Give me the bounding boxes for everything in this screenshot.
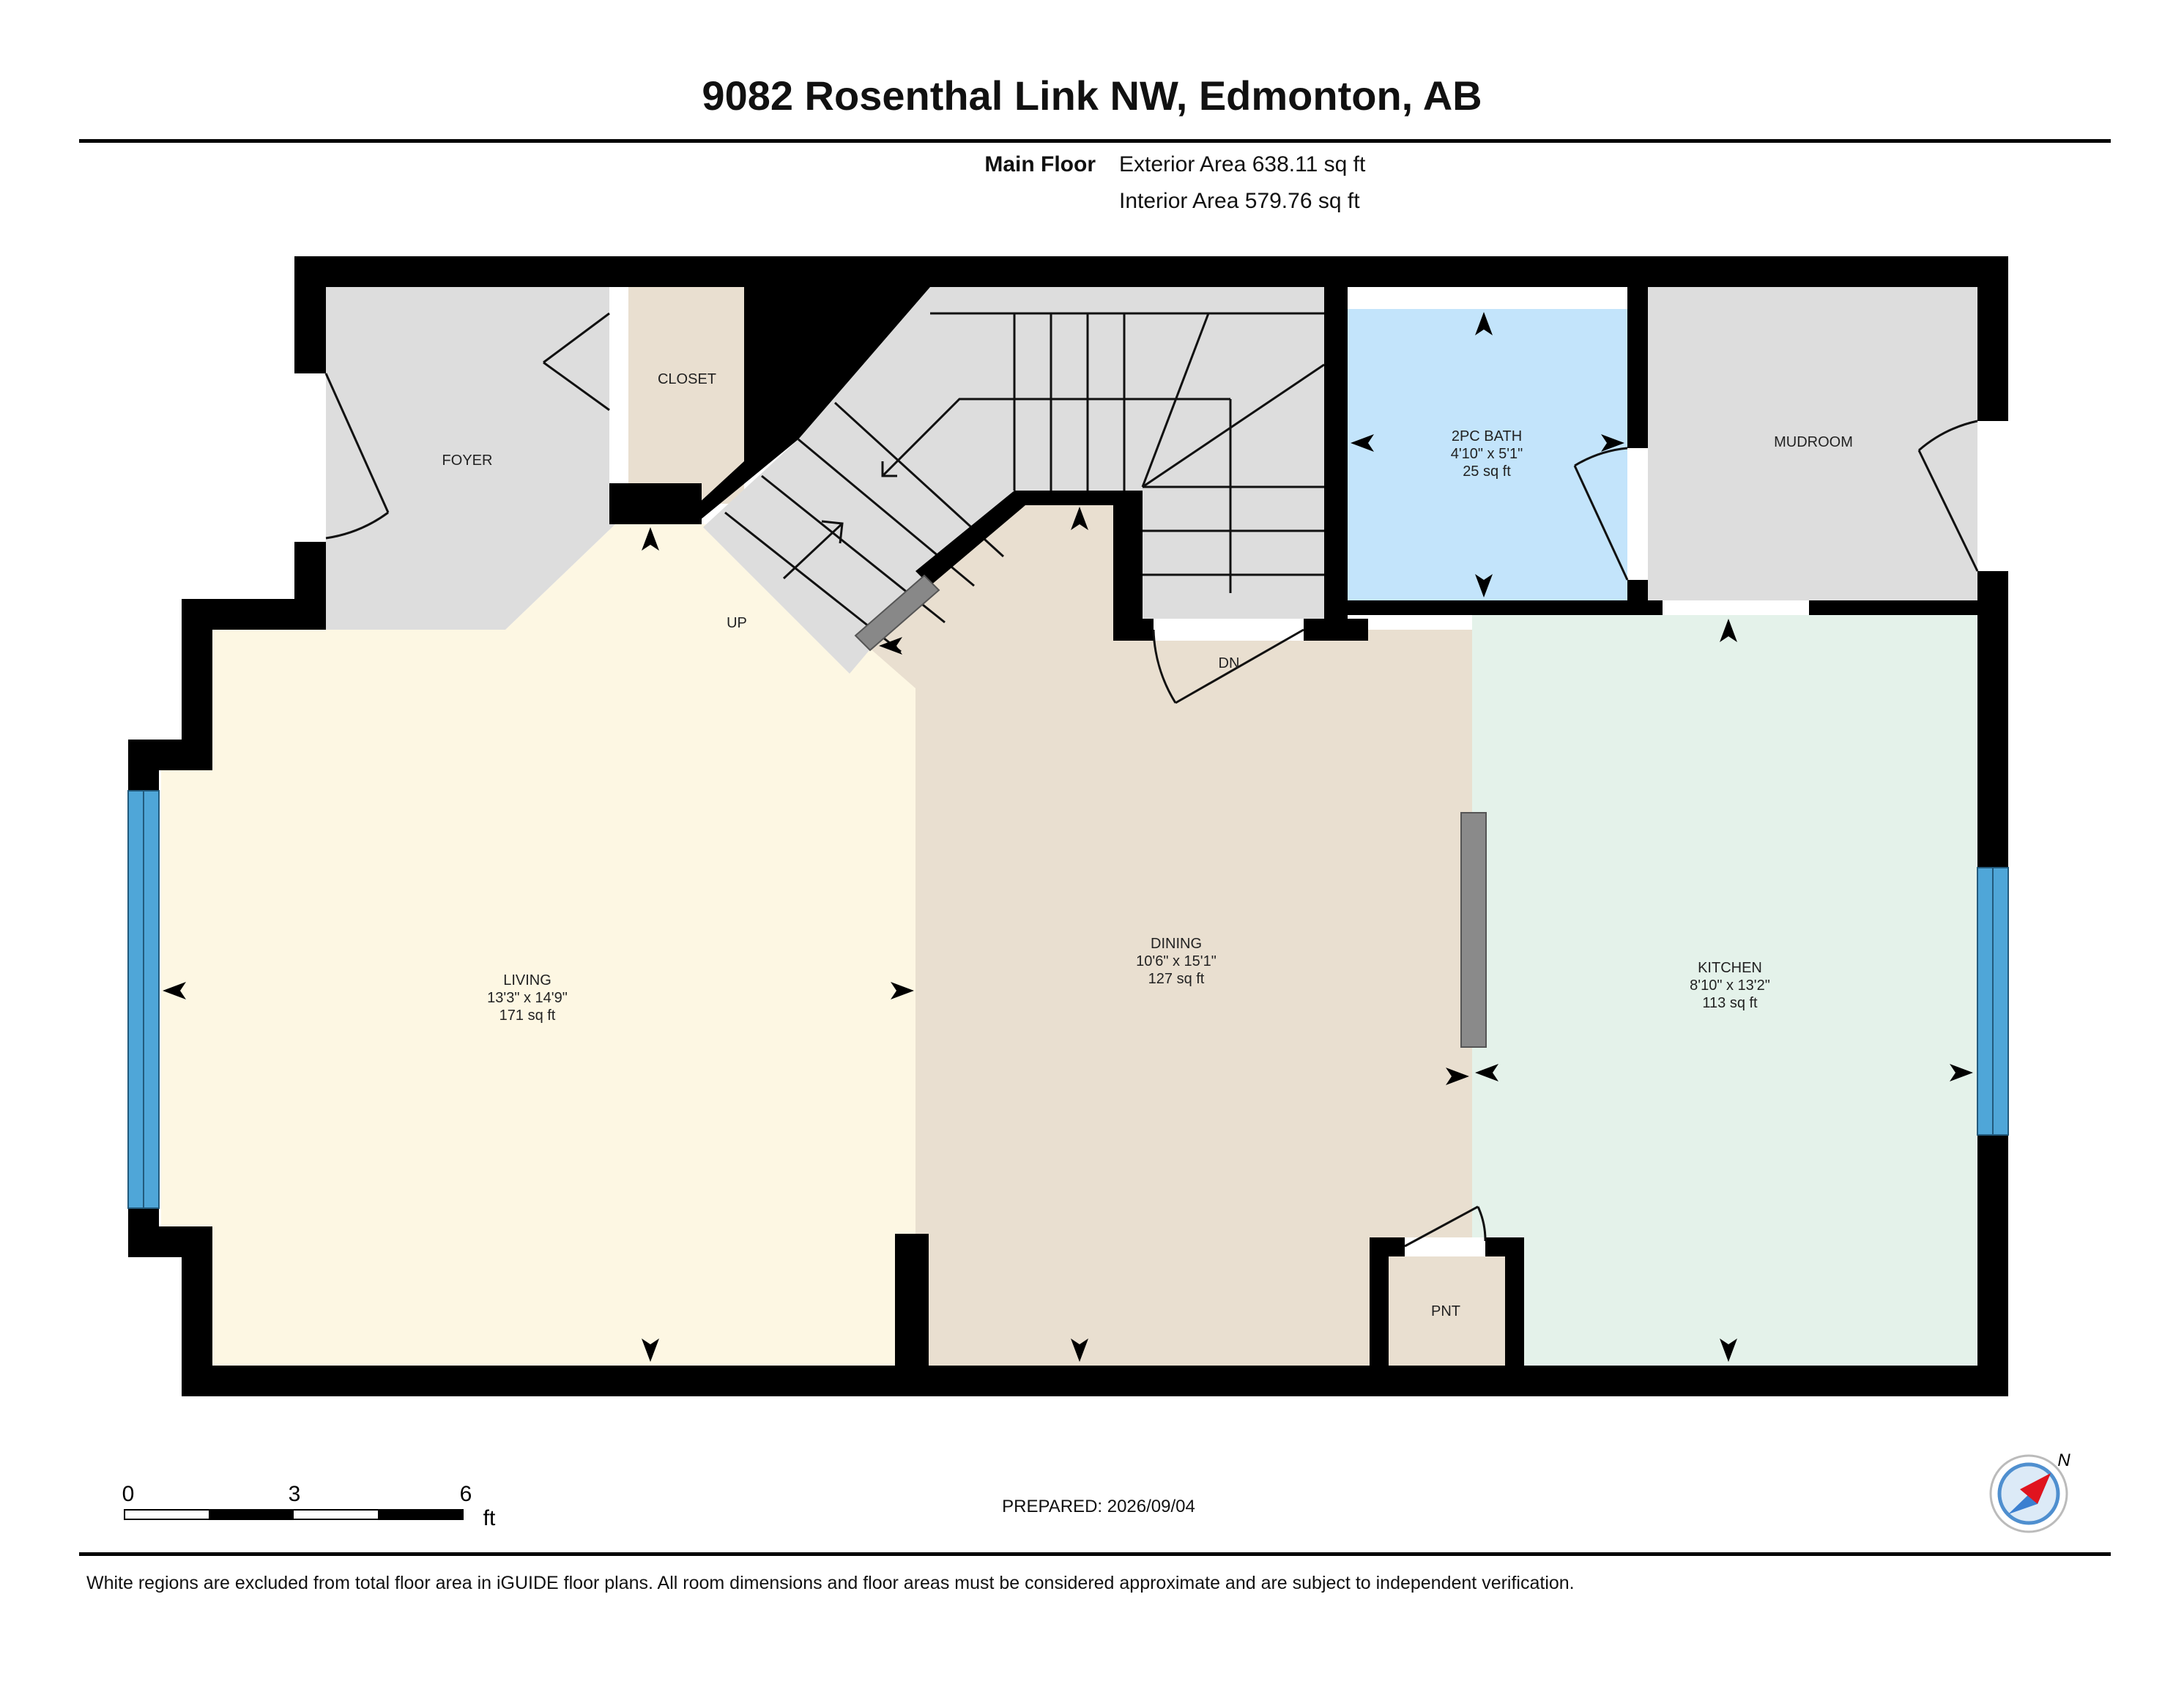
room-label-pantry: PNT — [1431, 1303, 1460, 1319]
door-openings — [294, 313, 2008, 1256]
room-area-bath: 25 sq ft — [1463, 463, 1511, 480]
pantry-area — [1388, 1256, 1505, 1366]
room-dims-bath: 4'10" x 5'1" — [1451, 446, 1523, 462]
room-label-closet: CLOSET — [658, 371, 716, 387]
door-swings — [324, 312, 1979, 1248]
interior-area: Interior Area 579.76 sq ft — [1119, 189, 1360, 213]
compass-icon: N — [1989, 1450, 2070, 1533]
room-label-living: LIVING — [503, 972, 551, 988]
room-area-kitchen: 113 sq ft — [1702, 995, 1758, 1011]
bath-area — [1348, 309, 1627, 600]
scale-tick-0: 0 — [122, 1482, 135, 1506]
room-label-dining: DINING — [1151, 936, 1202, 952]
room-area-living: 171 sq ft — [499, 1008, 556, 1024]
disclaimer-text: White regions are excluded from total fl… — [86, 1573, 1575, 1593]
kitchen-area — [1472, 615, 1977, 1366]
room-label-mudroom: MUDROOM — [1774, 434, 1853, 450]
stair-railing — [854, 574, 940, 652]
scale-bar: 0 3 6 ft — [122, 1482, 496, 1530]
stair-down-label: DN — [1219, 655, 1240, 671]
mudroom-area — [1648, 287, 1977, 600]
footer-divider — [79, 1552, 2111, 1556]
dining-room-area — [857, 505, 1472, 1366]
foyer-area — [326, 286, 615, 630]
living-room-area — [161, 524, 915, 1366]
room-area-dining: 127 sq ft — [1148, 971, 1205, 987]
scale-tick-3: 3 — [289, 1482, 301, 1506]
kitchen-counter — [1460, 812, 1487, 1048]
exterior-area: Exterior Area 638.11 sq ft — [1119, 152, 1366, 176]
dimension-arrows — [163, 312, 1973, 1362]
stair-treads — [724, 312, 1325, 653]
stair-up-label: UP — [727, 615, 747, 631]
room-dims-kitchen: 8'10" x 13'2" — [1690, 977, 1770, 994]
page-title: 9082 Rosenthal Link NW, Edmonton, AB — [702, 72, 1482, 119]
compass-north-label: N — [2057, 1450, 2070, 1470]
floor-name: Main Floor — [984, 152, 1096, 176]
scale-unit: ft — [483, 1506, 496, 1530]
room-dims-dining: 10'6" x 15'1" — [1136, 953, 1217, 969]
room-label-bath: 2PC BATH — [1452, 428, 1522, 444]
scale-tick-6: 6 — [460, 1482, 472, 1506]
prepared-date: PREPARED: 2026/09/04 — [1002, 1497, 1195, 1516]
closet-area — [628, 287, 744, 504]
room-dims-living: 13'3" x 14'9" — [487, 990, 568, 1006]
room-label-kitchen: KITCHEN — [1698, 960, 1762, 976]
room-label-foyer: FOYER — [442, 453, 493, 469]
title-divider — [79, 139, 2111, 143]
